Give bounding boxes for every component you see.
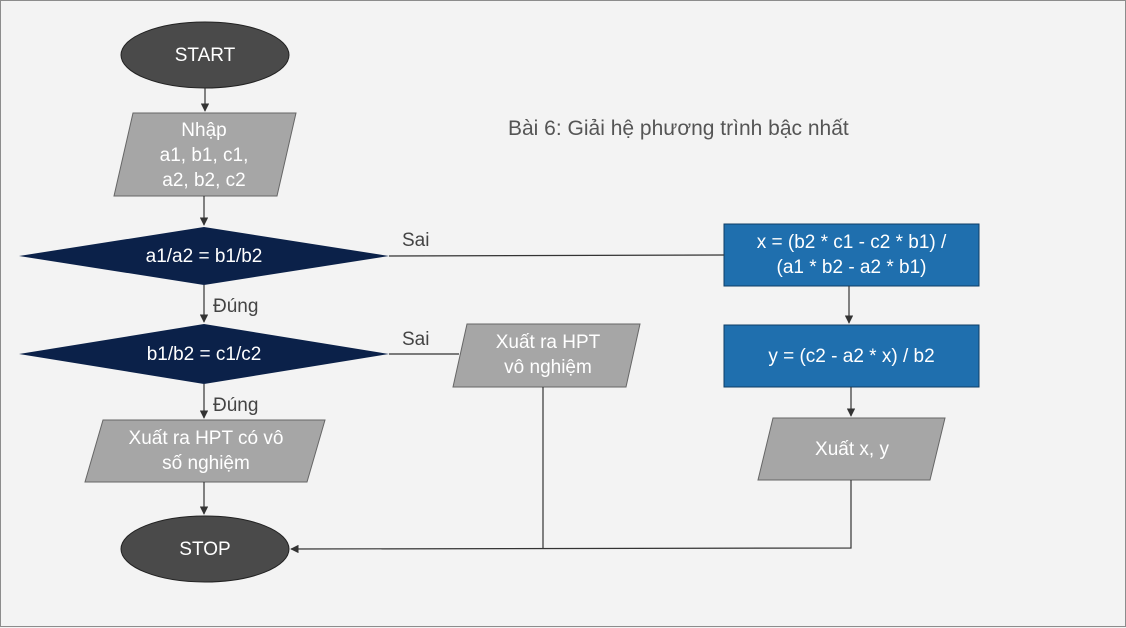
decision-2-true-label: Đúng xyxy=(213,395,259,416)
decision-1-diamond xyxy=(19,227,389,285)
decision-1-true-label: Đúng xyxy=(213,296,259,317)
decision-1-false-label: Sai xyxy=(402,230,430,251)
output-xy-parallelogram xyxy=(757,417,946,481)
input-label: Nhập a1, b1, c1, a2, b2, c2 xyxy=(159,119,249,191)
output-none-label: Xuất ra HPT vô nghiệm xyxy=(495,332,601,378)
stop-terminal xyxy=(120,515,290,583)
calc-y-label: y = (c2 - a2 * x) / b2 xyxy=(768,345,935,367)
output-infinite-label: Xuất ra HPT có vô số nghiệm xyxy=(128,428,284,474)
output-xy-label: Xuất x, y xyxy=(815,438,889,460)
stop-label: STOP xyxy=(179,538,231,560)
start-label: START xyxy=(174,44,236,66)
output-none-parallelogram xyxy=(452,323,641,388)
decision-2-false-label: Sai xyxy=(402,329,430,350)
decision-2-diamond xyxy=(19,324,389,384)
output-infinite-parallelogram xyxy=(84,419,326,483)
calc-x-label: x = (b2 * c1 - c2 * b1) / (a1 * b2 - a2 … xyxy=(756,232,947,278)
input-parallelogram xyxy=(113,112,297,197)
decision-2-label: b1/b2 = c1/c2 xyxy=(146,343,262,365)
arrow-decision1-false-to-calc-x xyxy=(388,254,725,257)
diagram-title: Bài 6: Giải hệ phương trình bậc nhất xyxy=(508,117,849,140)
decision-1-label: a1/a2 = b1/b2 xyxy=(145,245,263,267)
arrow-output-xy-to-stop xyxy=(290,480,852,554)
